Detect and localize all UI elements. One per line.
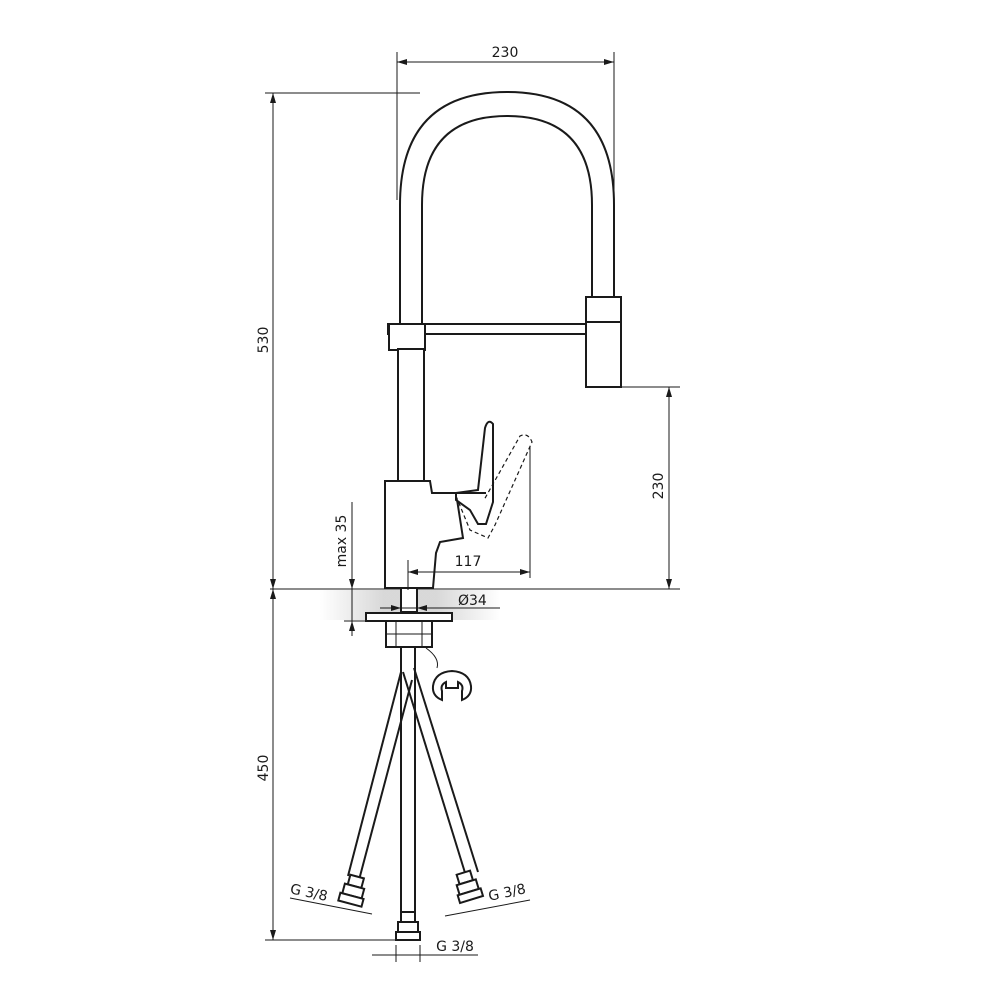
faucet xyxy=(384,90,622,589)
fitting-center xyxy=(395,911,421,941)
fixing-assembly xyxy=(365,587,473,702)
label-connector-left: G 3/8 xyxy=(289,881,329,905)
supply-hoses xyxy=(337,647,485,941)
spray-head xyxy=(585,296,622,388)
label-max-thickness: max 35 xyxy=(334,515,350,568)
label-hose-length: 450 xyxy=(256,755,272,782)
label-spout-width: 230 xyxy=(492,45,519,61)
fitting-right xyxy=(455,869,485,905)
spout-arc-inner xyxy=(421,114,593,325)
fitting-left xyxy=(337,873,366,908)
mounting-washer xyxy=(365,612,453,622)
label-connector-right: G 3/8 xyxy=(487,881,527,905)
faucet-column xyxy=(397,348,425,482)
dimension-labels: 230 530 230 117 max 35 Ø34 450 G 3/8 G 3… xyxy=(256,45,667,955)
label-total-height: 530 xyxy=(256,327,272,354)
mixer-handle-alt-position xyxy=(455,434,533,539)
mixer-handle xyxy=(455,420,494,525)
label-reach: 117 xyxy=(455,554,482,570)
label-outlet-height: 230 xyxy=(651,473,667,500)
column-junction xyxy=(388,323,426,351)
spout-arc xyxy=(399,90,615,325)
horseshoe-clip-icon xyxy=(431,669,473,702)
label-connector-center: G 3/8 xyxy=(436,939,474,955)
dimension-lines xyxy=(265,52,680,962)
label-hole-diameter: Ø34 xyxy=(458,593,487,609)
